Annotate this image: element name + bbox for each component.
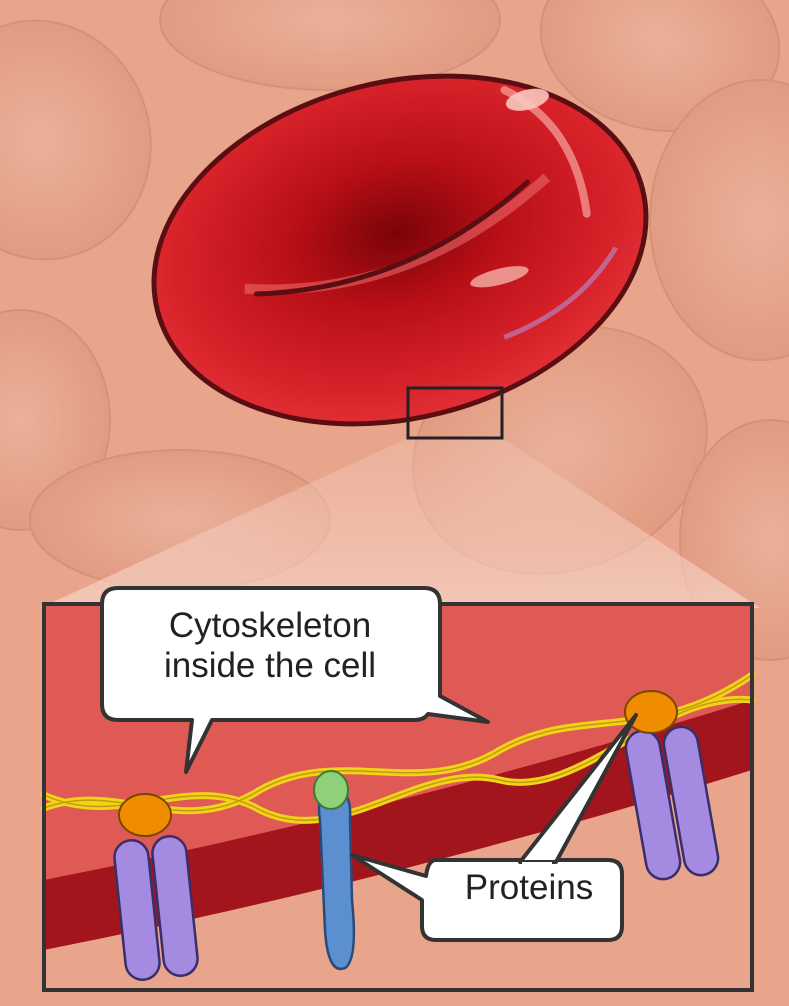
callout-proteins-label: Proteins (430, 868, 628, 908)
callout-cytoskeleton-label: Cytoskeleton inside the cell (112, 606, 428, 687)
